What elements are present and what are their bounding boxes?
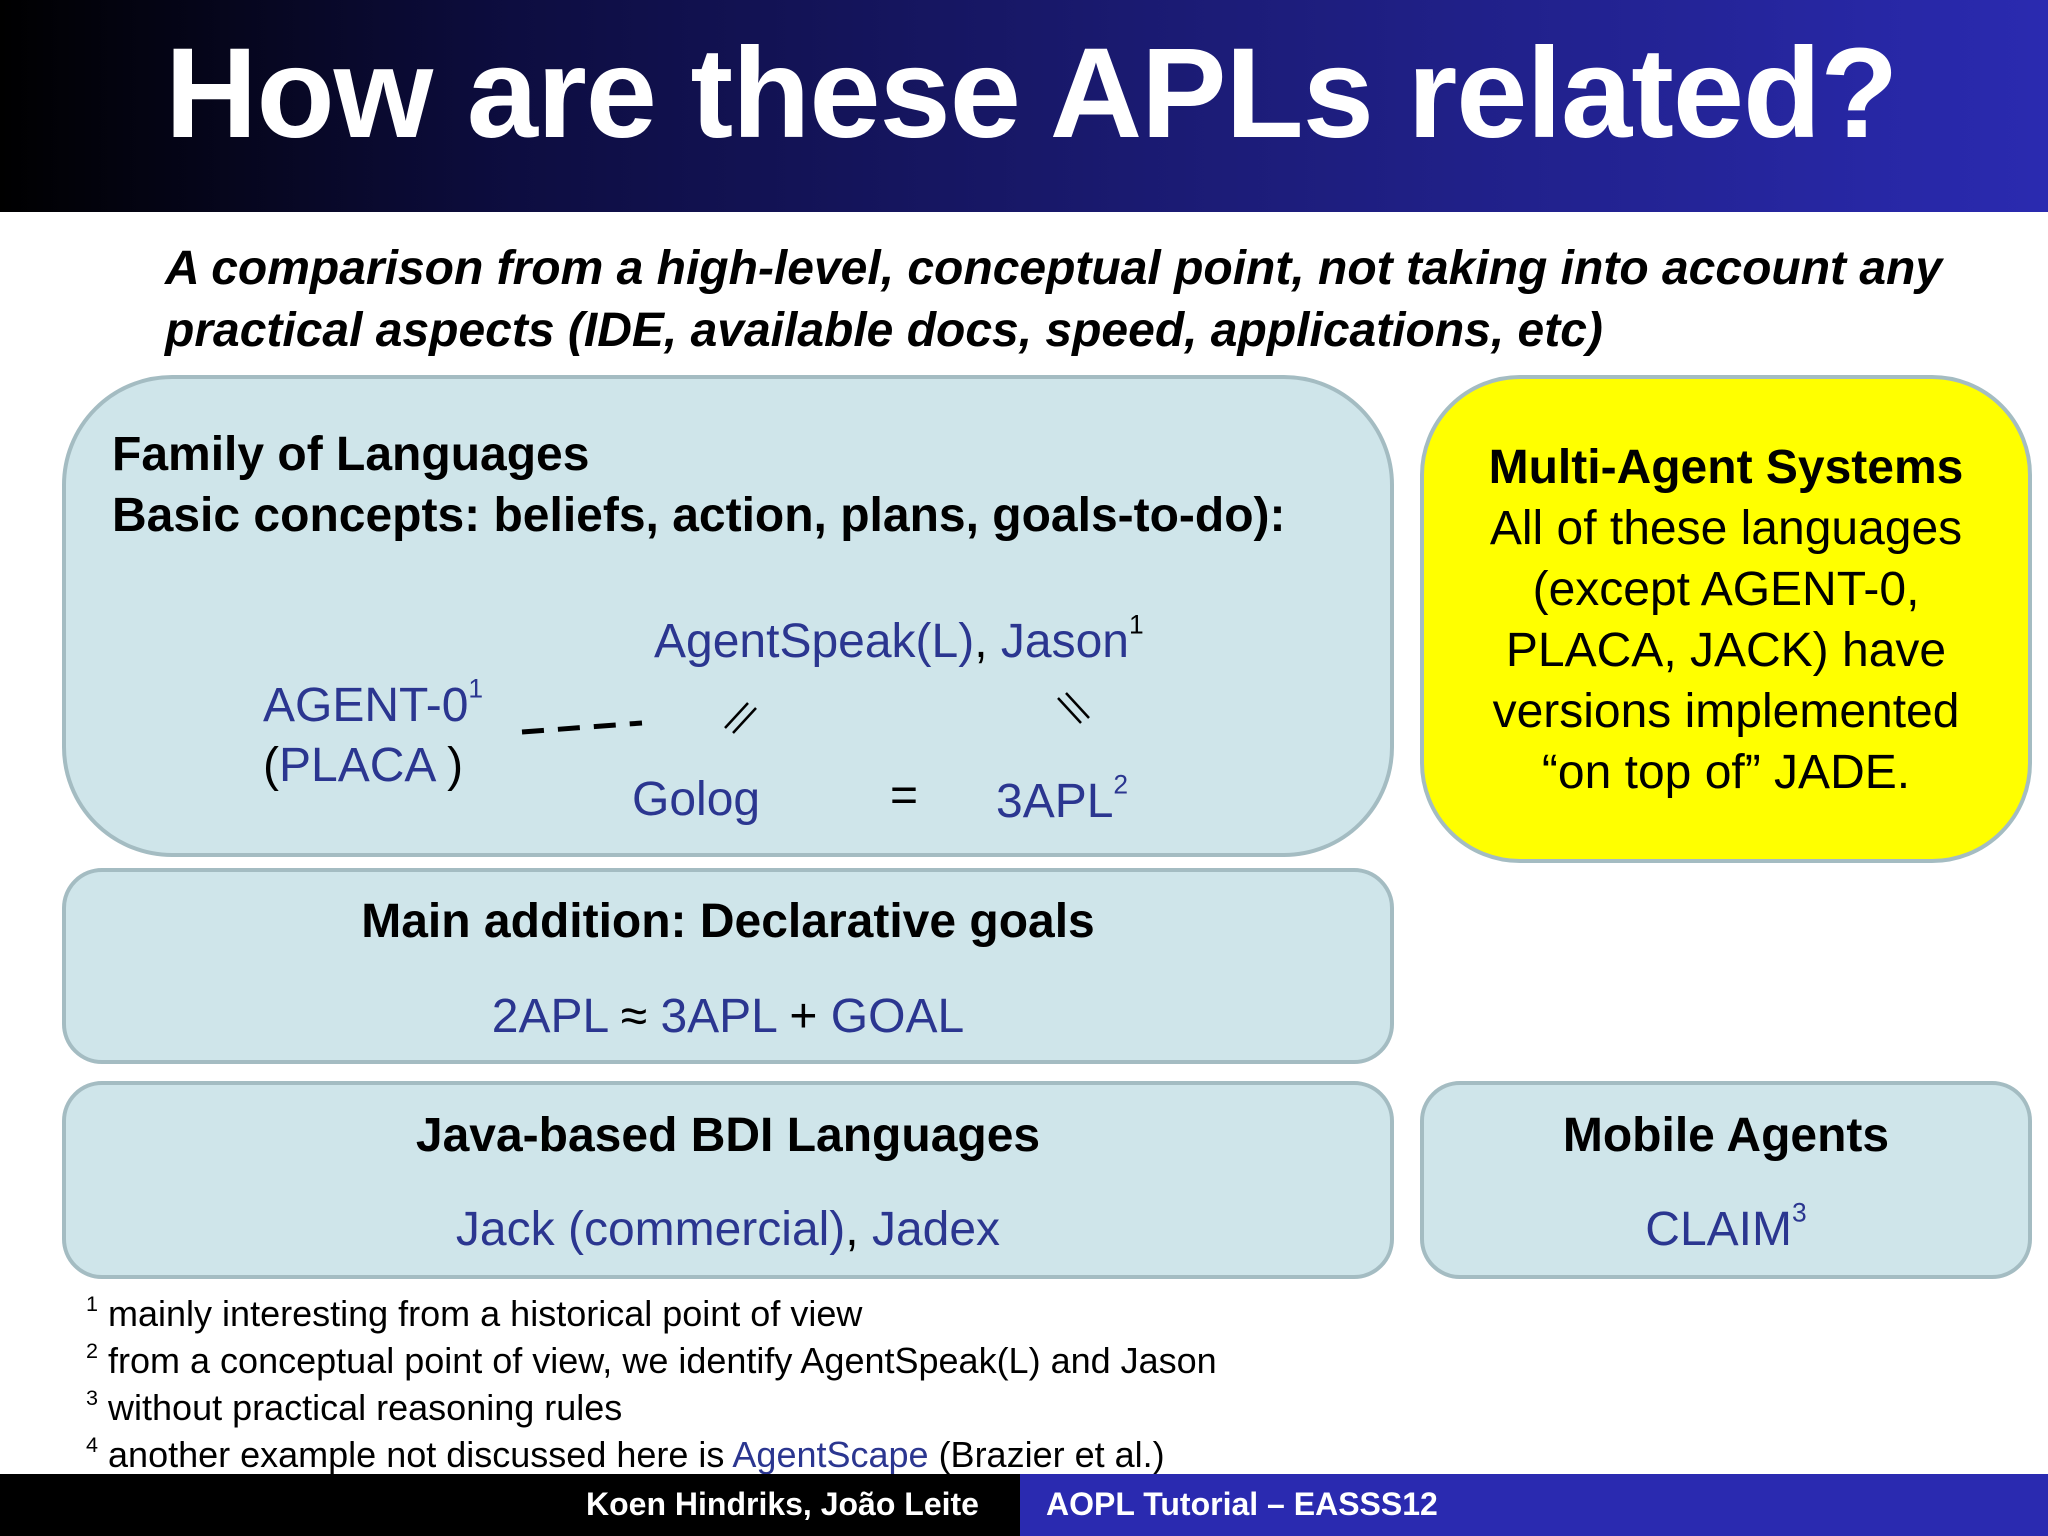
declarative-languages: 2APL ≈ 3APL + GOAL xyxy=(62,987,1394,1047)
double-line-right-a xyxy=(1057,697,1082,724)
family-of-languages-box xyxy=(62,375,1394,857)
footnote-2-number: 2 xyxy=(86,1337,99,1363)
slide-subtitle: A comparison from a high-level, conceptu… xyxy=(165,242,1943,357)
claim-footnote-ref: 3 xyxy=(1792,1197,1807,1228)
double-line-left-a xyxy=(724,702,749,729)
footnote-4-text-before: another example not discussed here is xyxy=(108,1434,733,1475)
jack-label: Jack (commercial) xyxy=(455,1203,846,1256)
java-heading: Java-based BDI Languages xyxy=(415,1109,1041,1162)
placa-close-paren: ) xyxy=(433,739,464,792)
threeapl-label: 3APL2 xyxy=(996,769,1129,832)
footnotes: 1 mainly interesting from a historical p… xyxy=(86,1290,1217,1478)
jason-label: Jason xyxy=(1000,615,1129,668)
agent0-footnote-ref: 1 xyxy=(468,673,484,704)
footnote-3-text: without practical reasoning rules xyxy=(108,1387,623,1428)
mas-line-2: (except AGENT-0, xyxy=(1532,563,1920,616)
footnote-4-text-after: (Brazier et al.) xyxy=(928,1434,1165,1475)
agentspeak-label: AgentSpeak(L) xyxy=(654,615,975,668)
golog-label: Golog xyxy=(632,773,761,826)
family-heading: Family of Languages Basic concepts: beli… xyxy=(112,424,1286,546)
agentspeak-jason-label: AgentSpeak(L), Jason1 xyxy=(654,609,1144,672)
equivalence-sign: = xyxy=(890,769,919,822)
threeapl-decl-label: 3APL xyxy=(660,990,777,1043)
jadex-label: Jadex xyxy=(871,1203,1001,1256)
agentscape-link[interactable]: AgentScape xyxy=(732,1434,929,1475)
mobile-languages: CLAIM3 xyxy=(1420,1197,2032,1260)
java-languages: Jack (commercial), Jadex xyxy=(62,1200,1394,1260)
placa-name: PLACA xyxy=(278,739,434,792)
java-bdi-box xyxy=(62,1081,1394,1279)
agent0-name: AGENT-0 xyxy=(263,679,469,732)
placa-label: (PLACA ) xyxy=(263,736,463,796)
footnote-3: 3 without practical reasoning rules xyxy=(86,1384,1217,1431)
footer-authors: Koen Hindriks, João Leite xyxy=(586,1486,979,1522)
agent0-label: AGENT-01 xyxy=(263,673,484,736)
claim-label: CLAIM xyxy=(1645,1203,1792,1256)
mas-line-3: PLACA, JACK) have xyxy=(1505,624,1947,677)
mas-heading: Multi-Agent Systems xyxy=(1488,441,1964,494)
footer-left-bar xyxy=(0,1474,1020,1536)
footnote-1-text: mainly interesting from a historical poi… xyxy=(108,1293,863,1334)
declarative-goals-box xyxy=(62,868,1394,1064)
footer-right-bar xyxy=(1020,1474,2048,1536)
placa-open-paren: ( xyxy=(263,739,279,792)
dashed-relation-line xyxy=(521,720,643,735)
double-line-left-b xyxy=(732,707,757,734)
footnote-2-text: from a conceptual point of view, we iden… xyxy=(108,1340,1217,1381)
mas-line-4: versions implemented xyxy=(1492,685,1960,738)
title-bar xyxy=(0,0,2048,212)
family-heading-line-1: Family of Languages xyxy=(112,428,590,481)
java-comma: , xyxy=(845,1203,872,1256)
family-heading-line-2: Basic concepts: beliefs, action, plans, … xyxy=(112,489,1286,542)
threeapl-footnote-ref: 2 xyxy=(1113,769,1129,800)
footnote-1: 1 mainly interesting from a historical p… xyxy=(86,1290,1217,1337)
footnote-4-number: 4 xyxy=(86,1431,99,1457)
footnote-2: 2 from a conceptual point of view, we id… xyxy=(86,1337,1217,1384)
footnote-4: 4 another example not discussed here is … xyxy=(86,1431,1217,1478)
agentspeak-comma: , xyxy=(974,615,1001,668)
slide-title: How are these APLs related? xyxy=(165,22,1898,165)
footer-event: AOPL Tutorial – EASSS12 xyxy=(1046,1486,1438,1522)
mobile-heading: Mobile Agents xyxy=(1562,1109,1890,1162)
footnote-1-number: 1 xyxy=(86,1290,99,1316)
twoapl-label: 2APL xyxy=(491,990,608,1043)
declarative-heading: Main addition: Declarative goals xyxy=(361,895,1095,948)
multi-agent-systems-text: Multi-Agent Systems All of these languag… xyxy=(1422,437,2030,803)
threeapl-name: 3APL xyxy=(996,775,1114,828)
mas-line-1: All of these languages xyxy=(1489,502,1963,555)
approx-sign: ≈ xyxy=(607,990,661,1043)
plus-sign: + xyxy=(776,990,831,1043)
mobile-agents-box xyxy=(1420,1081,2032,1279)
goal-label: GOAL xyxy=(830,990,965,1043)
jason-footnote-ref: 1 xyxy=(1128,609,1144,640)
mas-line-5: “on top of” JADE. xyxy=(1541,746,1911,799)
double-line-right-b xyxy=(1065,692,1090,719)
footnote-3-number: 3 xyxy=(86,1384,99,1410)
multi-agent-systems-box xyxy=(1420,375,2032,863)
